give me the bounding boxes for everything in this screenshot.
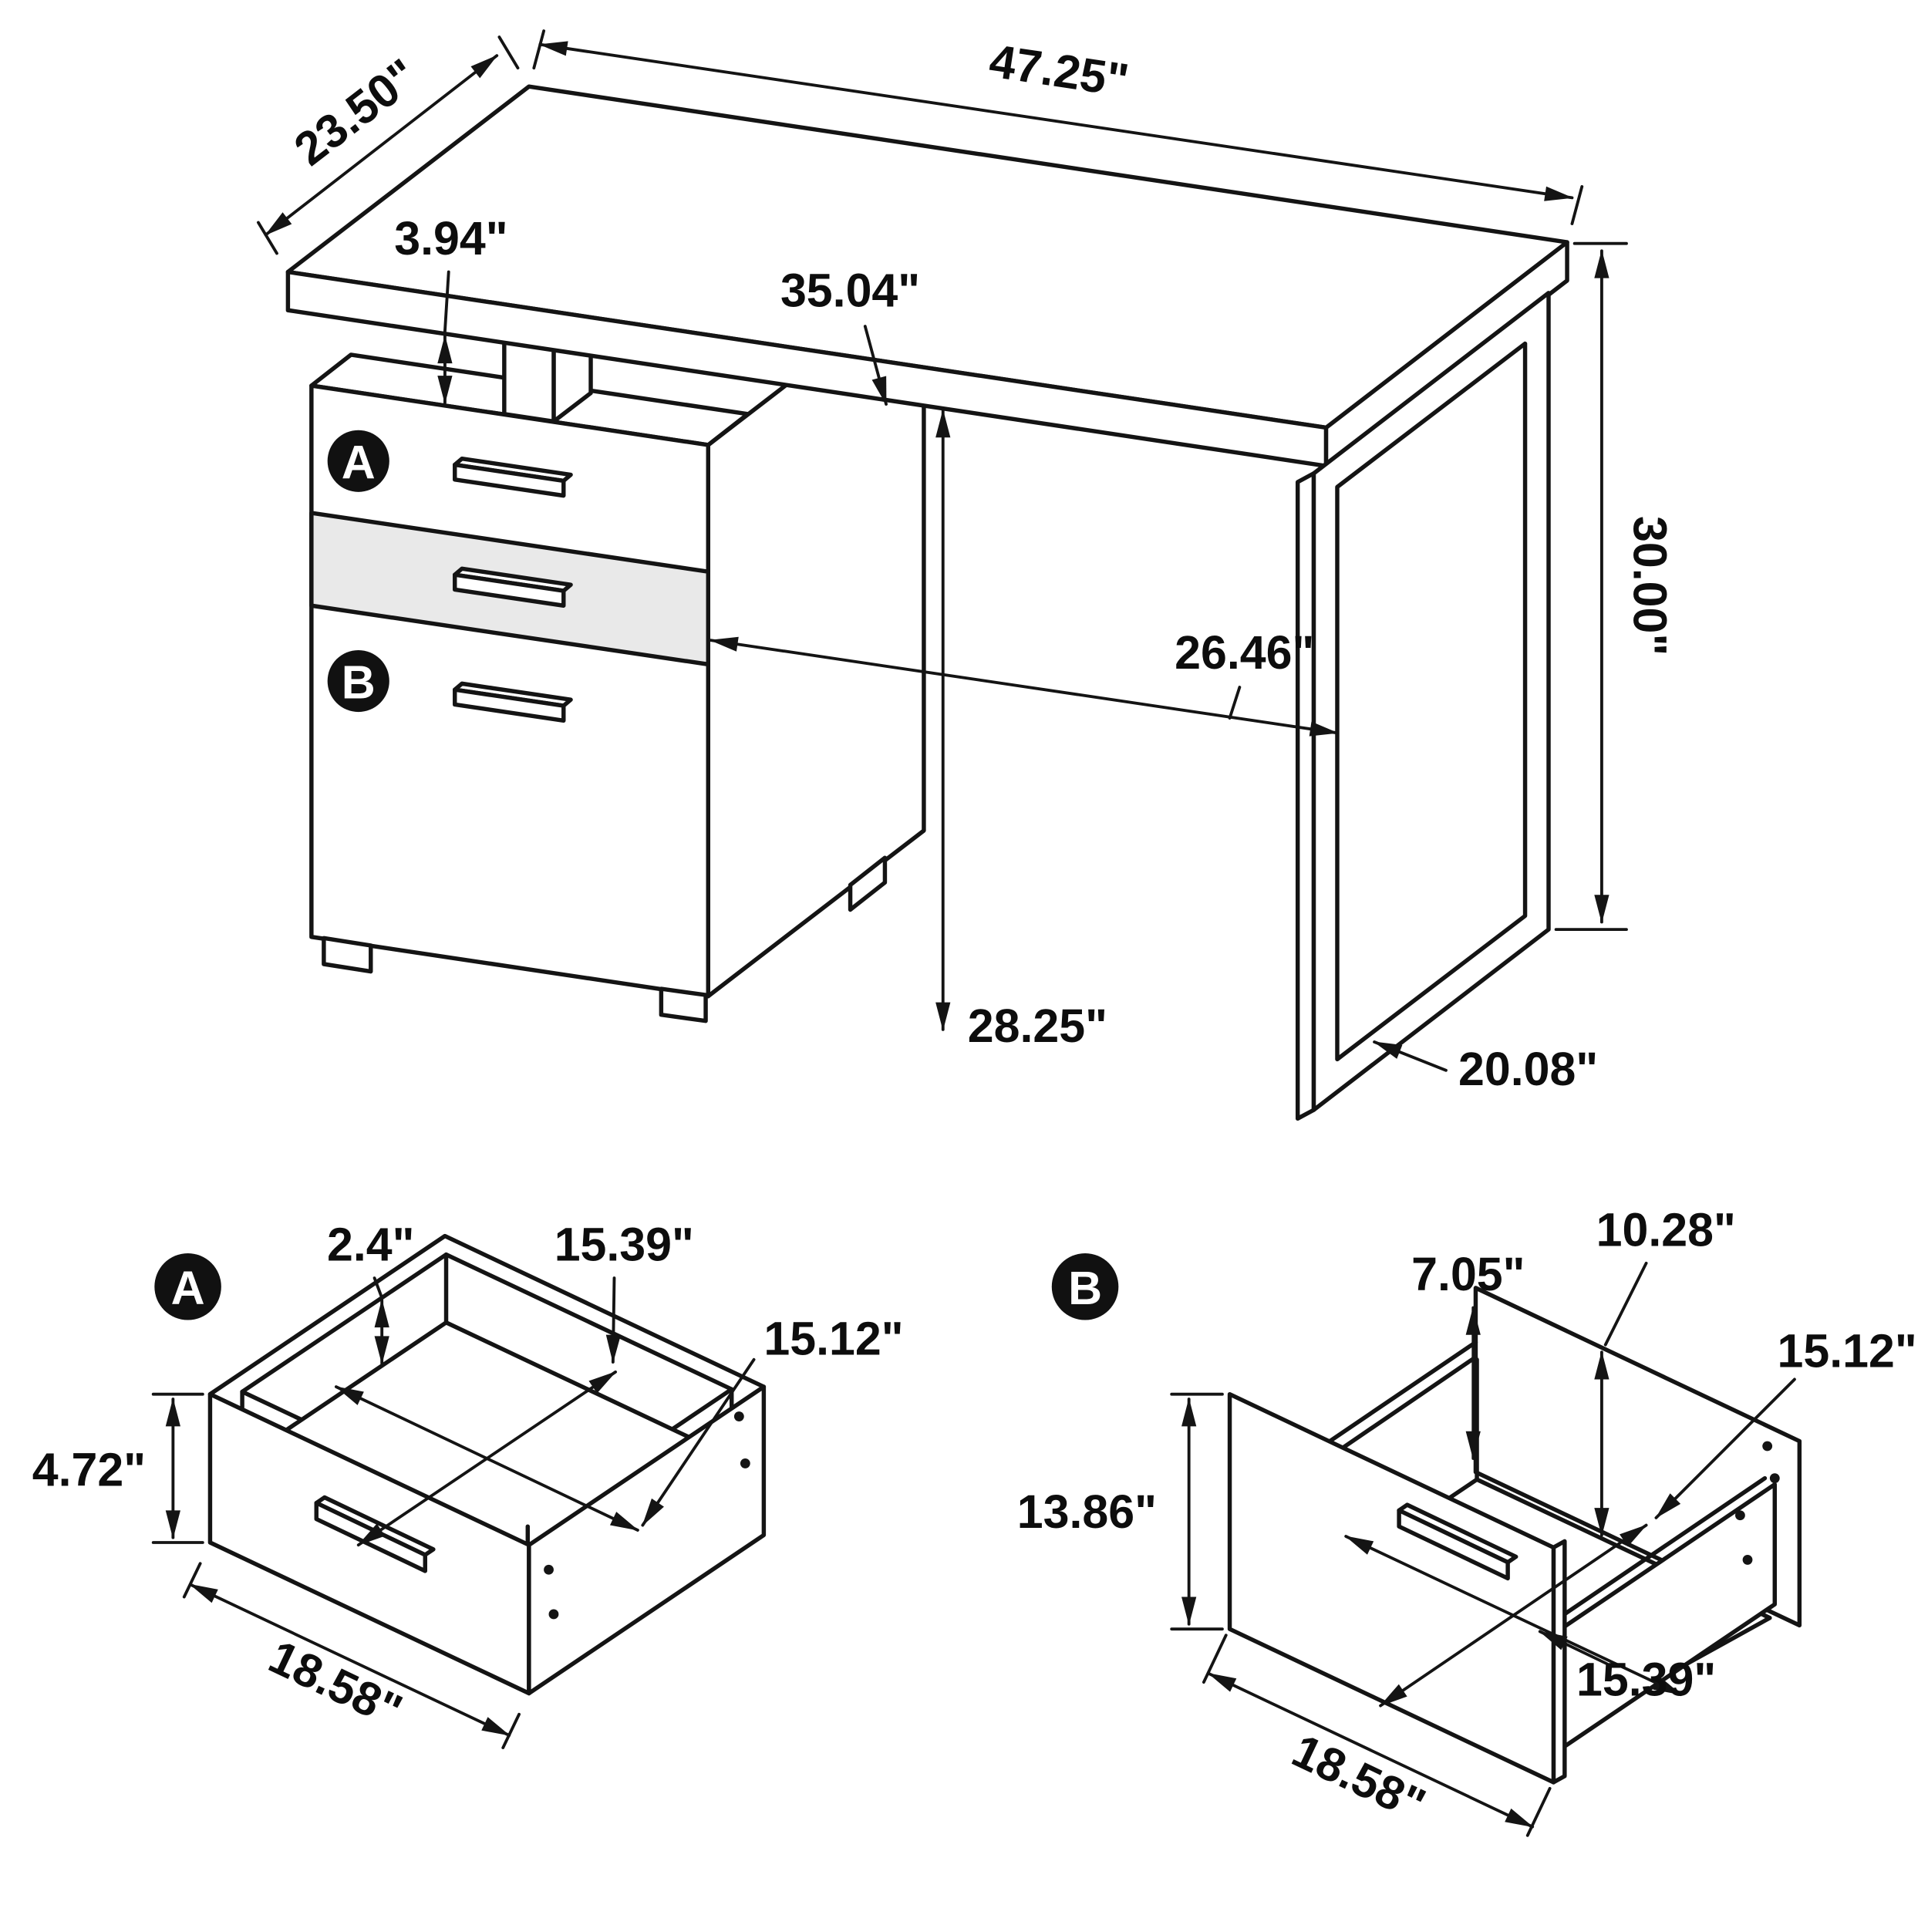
drawer-a-handle <box>453 456 573 498</box>
leader-line <box>863 325 888 406</box>
leader-line <box>372 1276 384 1300</box>
drawer-pedestal <box>309 277 926 1023</box>
screw-hole <box>1769 1473 1780 1484</box>
screw-hole <box>740 1458 750 1468</box>
dim-b-inner-depth-text: 15.39" <box>1576 1654 1716 1706</box>
label-a-circle <box>327 430 389 492</box>
dim-b-inner-width-15-12: 15.12" <box>1654 1324 1917 1519</box>
pedestal-foot-back <box>848 855 888 912</box>
leader-line <box>1654 1377 1796 1519</box>
dim-b-side-height-7-05: 7.05" <box>1411 1248 1525 1460</box>
label-a-text: A <box>342 436 376 488</box>
label-b-badge: B <box>327 649 389 713</box>
dim-a-height-text: 4.72" <box>32 1443 146 1495</box>
screw-hole <box>548 1609 559 1620</box>
extension-line <box>1525 1786 1552 1837</box>
leg-inner-opening <box>1335 341 1528 1062</box>
extension-line <box>532 29 546 70</box>
leg-front-strip <box>1295 471 1316 1121</box>
dim-b-side-height-text: 7.05" <box>1411 1248 1525 1300</box>
dim-height-30-00: 30.00" <box>1554 241 1677 932</box>
dim-line-inner-width <box>334 1385 639 1532</box>
dim-line <box>188 1583 511 1737</box>
dim-a-width-text: 18.58" <box>261 1630 410 1737</box>
dim-leg-depth-20-08: 20.08" <box>1373 1040 1598 1095</box>
extension-line <box>1570 185 1584 225</box>
dim-a-inner-depth-text: 15.39" <box>554 1219 694 1271</box>
label-b-circle <box>327 649 389 713</box>
left-wall-inner-edge <box>1341 1354 1478 1450</box>
screw-hole <box>1762 1441 1773 1452</box>
dim-knee-height-28-25: 28.25" <box>935 409 1107 1052</box>
dim-knee-width-text: 26.46" <box>1175 626 1314 679</box>
drawer-b-badge: B <box>1051 1253 1119 1320</box>
dim-top-gap-text: 3.94" <box>394 212 507 265</box>
middle-drawer-handle <box>453 566 573 608</box>
drawer-a-detail: 2.4" 15.39" 15.12" 4.72" 18.58" A <box>32 1219 904 1749</box>
leader-line <box>1373 1040 1448 1072</box>
drawer-b-letter: B <box>1068 1262 1102 1314</box>
extension-line <box>182 1562 202 1599</box>
dim-b-back-height-10-28: 10.28" <box>1594 1203 1736 1537</box>
dim-top-gap-3-94: 3.94" <box>394 212 508 405</box>
dim-b-width-text: 18.58" <box>1285 1724 1434 1831</box>
dim-line <box>709 636 1339 737</box>
drawer-b-handle <box>453 681 573 723</box>
dim-knee-height-text: 28.25" <box>968 1000 1107 1052</box>
pedestal-foot-front-right <box>659 986 708 1023</box>
leader-line <box>1603 1261 1648 1347</box>
drawer-a-badge: A <box>154 1253 221 1320</box>
dim-a-rim-text: 2.4" <box>327 1219 415 1271</box>
dim-apron-35-04: 35.04" <box>780 264 920 406</box>
dim-knee-width-26-46: 26.46" <box>709 626 1339 737</box>
leader-line <box>1538 1630 1609 1665</box>
leader-line <box>605 1276 622 1364</box>
desktop-support-front <box>502 340 556 424</box>
dim-b-back-height-text: 10.28" <box>1596 1203 1736 1256</box>
extension-line <box>501 1712 521 1749</box>
dim-a-height-4-72: 4.72" <box>32 1392 204 1544</box>
leader-line <box>641 1357 756 1527</box>
dim-leg-depth-text: 20.08" <box>1458 1043 1598 1095</box>
dim-b-inner-depth-15-39: 15.39" <box>1538 1630 1716 1706</box>
screw-hole <box>1742 1555 1753 1565</box>
dim-a-rim-2-4: 2.4" <box>327 1219 415 1365</box>
desktop-right-edge <box>1323 240 1569 468</box>
drawer-a-side-face <box>527 1384 767 1696</box>
label-b-text: B <box>342 656 376 709</box>
extension-line <box>1202 1634 1228 1684</box>
dim-b-height-text: 13.86" <box>1017 1485 1157 1538</box>
drawer-a-letter: A <box>171 1262 205 1314</box>
main-assembly-view: 23.50" 47.25" 3.94" 35.04" 26.46" 30.0 <box>257 29 1677 1121</box>
dim-line <box>1207 1671 1535 1829</box>
leader-line <box>443 270 450 333</box>
dim-line-inner-width <box>1344 1535 1683 1697</box>
dim-b-height-13-86: 13.86" <box>1017 1392 1224 1631</box>
drawer-a-circle <box>154 1253 221 1320</box>
screw-hole <box>544 1564 554 1575</box>
screw-hole <box>733 1411 744 1421</box>
dim-a-inner-width-15-12: 15.12" <box>641 1312 904 1527</box>
drawer-b-circle <box>1051 1253 1119 1320</box>
dim-apron-text: 35.04" <box>780 264 920 316</box>
drawer-b-detail: 7.05" 10.28" 15.12" 15.39" 13.86" 18.58" <box>1017 1203 1917 1837</box>
extension-line <box>257 221 278 255</box>
label-a-badge: A <box>327 430 389 492</box>
dim-b-inner-width-text: 15.12" <box>1777 1324 1916 1377</box>
dim-width-text: 47.25" <box>986 34 1132 106</box>
extension-line <box>497 35 520 70</box>
screw-hole <box>1735 1510 1745 1521</box>
leader-line <box>1228 686 1242 720</box>
dim-line <box>538 41 1574 201</box>
left-wall-top-edge <box>1327 1340 1478 1444</box>
dim-a-inner-width-text: 15.12" <box>763 1312 903 1364</box>
dim-depth-text: 23.50" <box>285 49 427 175</box>
dim-line <box>264 54 499 237</box>
right-leg-frame <box>1295 291 1551 1121</box>
pedestal-foot-front-left <box>322 936 373 974</box>
dim-height-text: 30.00" <box>1624 516 1677 656</box>
dim-a-inner-depth-15-39: 15.39" <box>554 1219 694 1364</box>
